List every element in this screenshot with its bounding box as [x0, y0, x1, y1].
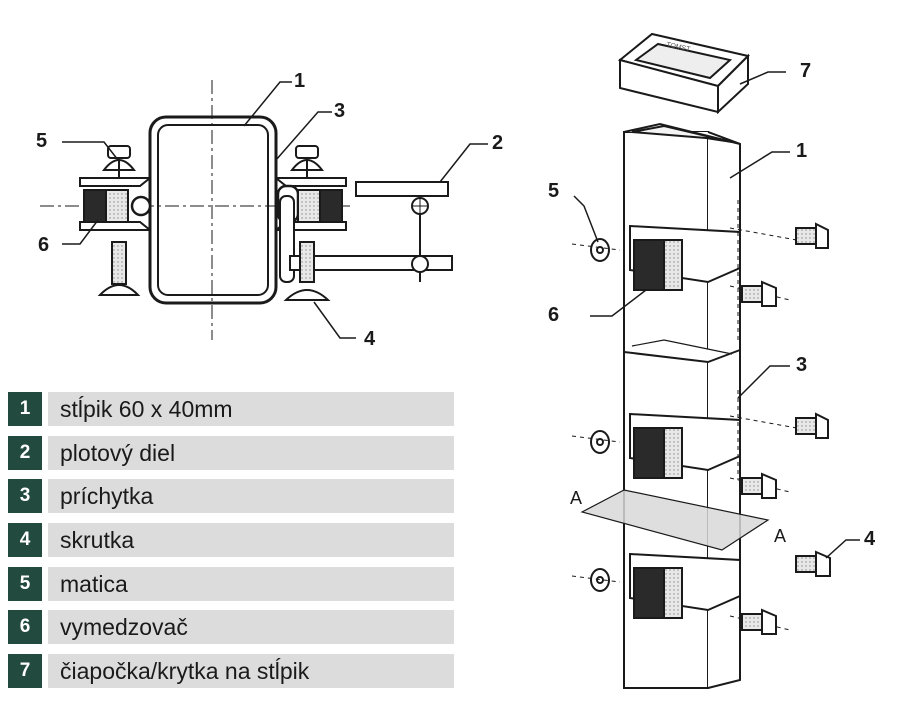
legend-bar [48, 566, 454, 601]
legend-label: matica [60, 570, 128, 597]
legend-bar [48, 610, 454, 645]
legend-number: 3 [8, 479, 42, 514]
legend-bar [48, 479, 454, 514]
top-view-detail [40, 80, 488, 340]
legend-number: 7 [8, 654, 42, 689]
legend-row: 7 čiapočka/krytka na stĺpik [8, 654, 454, 689]
callout-plan-1: 1 [294, 70, 306, 92]
legend-row: 5 matica [8, 566, 454, 601]
legend-number: 5 [8, 566, 42, 601]
section-mark-right: A [774, 526, 787, 546]
legend-label: čiapočka/krytka na stĺpik [60, 658, 310, 685]
iso-bolt [795, 550, 831, 577]
legend-row: 3 príchytka [8, 479, 454, 514]
iso-bolt [795, 412, 829, 439]
iso-clamp [629, 224, 741, 291]
legend-label: plotový diel [60, 439, 176, 466]
legend-bar [48, 654, 454, 689]
callout-iso-1: 1 [796, 140, 808, 162]
legend-row: 6 vymedzovač [8, 610, 454, 645]
legend-number: 6 [8, 610, 42, 645]
legend-row: 2 plotový diel [8, 435, 454, 470]
callout-plan-4: 4 [364, 328, 376, 350]
legend-label: vymedzovač [60, 614, 188, 641]
callout-iso-5: 5 [548, 180, 560, 202]
callout-iso-6: 6 [548, 304, 560, 326]
callout-plan-5: 5 [36, 130, 48, 152]
callout-plan-3: 3 [334, 100, 346, 122]
iso-bolt [741, 608, 777, 635]
legend-label: príchytka [60, 483, 154, 510]
iso-bolt [741, 472, 777, 499]
iso-bolt [795, 222, 829, 249]
legend-number: 2 [8, 435, 42, 470]
legend-number: 4 [8, 523, 42, 558]
callout-plan-6: 6 [38, 234, 50, 256]
callout-iso-7: 7 [800, 60, 812, 82]
legend-label: skrutka [60, 527, 135, 554]
callout-iso-4: 4 [864, 528, 876, 550]
iso-bolt [741, 280, 777, 307]
section-mark-left: A [570, 488, 583, 508]
legend-bar [48, 392, 454, 426]
callout-iso-3: 3 [796, 354, 808, 376]
parts-legend: 1 stĺpik 60 x 40mm 2 plotový diel 3 príc… [8, 392, 454, 698]
iso-clamp [629, 552, 741, 619]
isometric-view [571, 32, 860, 689]
legend-row: 4 skrutka [8, 523, 454, 558]
legend-bar [48, 435, 454, 470]
iso-clamp [629, 412, 741, 479]
legend-row: 1 stĺpik 60 x 40mm [8, 392, 454, 426]
legend-bar [48, 523, 454, 558]
legend-label: stĺpik 60 x 40mm [60, 396, 233, 422]
callout-plan-2: 2 [492, 132, 504, 154]
legend-number: 1 [8, 392, 42, 426]
